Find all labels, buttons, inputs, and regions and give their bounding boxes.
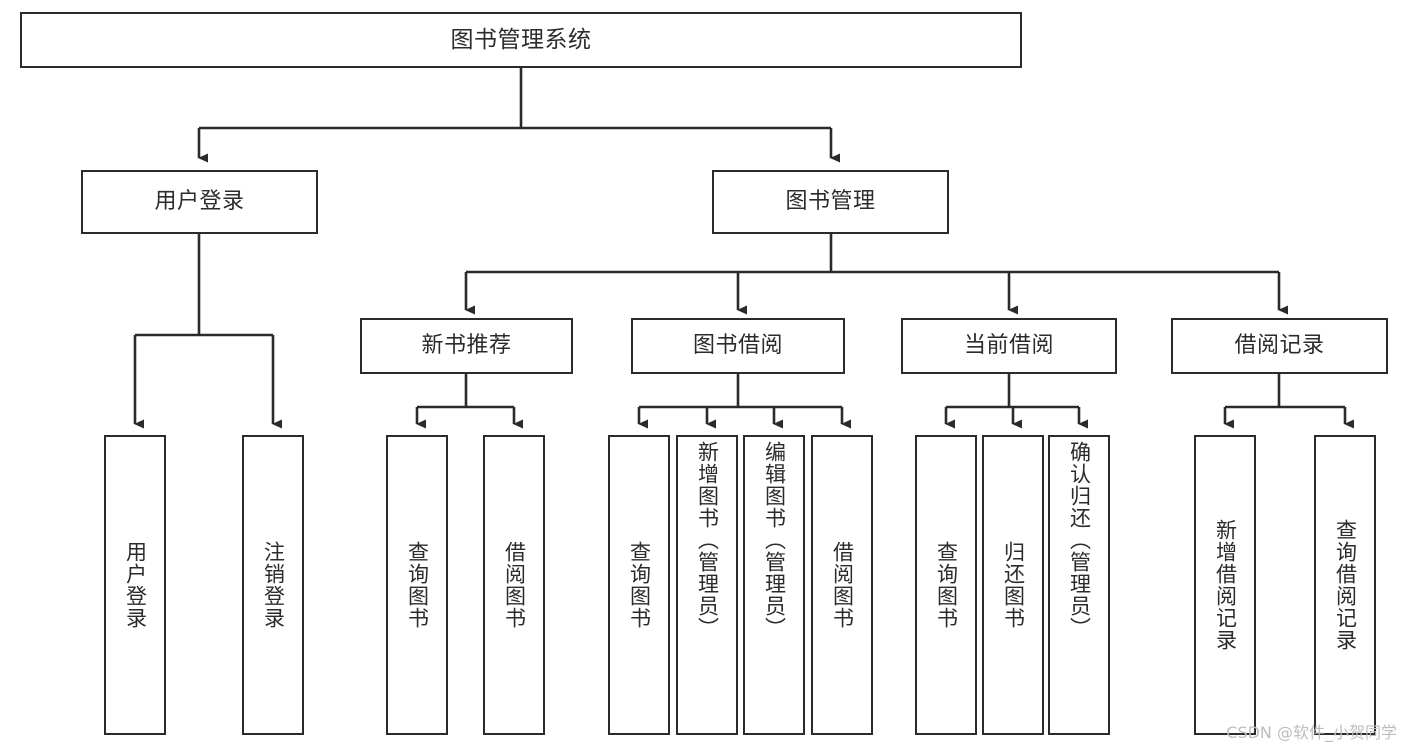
node-label: 新书推荐 [421, 333, 512, 359]
leaf-recommend-borrow-book[interactable]: 借阅图书 [483, 435, 545, 735]
node-label: 借阅图书 [830, 541, 855, 629]
leaf-borrow-edit-book-admin[interactable]: 编辑图书（管理员） [743, 435, 805, 735]
leaf-borrow-query-book[interactable]: 查询图书 [608, 435, 670, 735]
leaf-recommend-query-book[interactable]: 查询图书 [386, 435, 448, 735]
leaf-borrow-borrow-book[interactable]: 借阅图书 [811, 435, 873, 735]
leaf-current-query-book[interactable]: 查询图书 [915, 435, 977, 735]
node-label: 新增图书（管理员） [695, 441, 720, 639]
node-label: 查询图书 [405, 541, 430, 629]
node-root-system[interactable]: 图书管理系统 [20, 12, 1022, 68]
node-label: 图书管理 [785, 189, 876, 215]
node-label: 归还图书 [1001, 541, 1026, 629]
leaf-record-add-record[interactable]: 新增借阅记录 [1194, 435, 1256, 735]
node-label: 查询图书 [934, 541, 959, 629]
node-label: 查询图书 [627, 541, 652, 629]
node-label: 确认归还（管理员） [1067, 441, 1092, 639]
node-current-borrow[interactable]: 当前借阅 [901, 318, 1117, 374]
node-label: 查询借阅记录 [1333, 519, 1358, 651]
leaf-record-query-record[interactable]: 查询借阅记录 [1314, 435, 1376, 735]
node-label: 图书管理系统 [450, 26, 592, 53]
node-label: 图书借阅 [692, 333, 783, 359]
node-label: 注销登录 [261, 541, 286, 629]
leaf-current-confirm-return-admin[interactable]: 确认归还（管理员） [1048, 435, 1110, 735]
node-user-login[interactable]: 用户登录 [81, 170, 318, 234]
watermark-text: CSDN @软件_小贺同学 [1226, 723, 1397, 742]
node-book-borrow[interactable]: 图书借阅 [631, 318, 845, 374]
node-label: 编辑图书（管理员） [762, 441, 787, 639]
node-label: 用户登录 [123, 541, 148, 629]
node-label: 新增借阅记录 [1213, 519, 1238, 651]
node-new-book-recommend[interactable]: 新书推荐 [360, 318, 573, 374]
node-label: 当前借阅 [963, 333, 1054, 359]
node-label: 用户登录 [154, 189, 245, 215]
leaf-borrow-add-book-admin[interactable]: 新增图书（管理员） [676, 435, 738, 735]
leaf-current-return-book[interactable]: 归还图书 [982, 435, 1044, 735]
node-label: 借阅记录 [1234, 333, 1325, 359]
leaf-user-login-signout[interactable]: 注销登录 [242, 435, 304, 735]
node-book-management[interactable]: 图书管理 [712, 170, 949, 234]
leaf-user-login-signin[interactable]: 用户登录 [104, 435, 166, 735]
node-borrow-record[interactable]: 借阅记录 [1171, 318, 1388, 374]
node-label: 借阅图书 [502, 541, 527, 629]
